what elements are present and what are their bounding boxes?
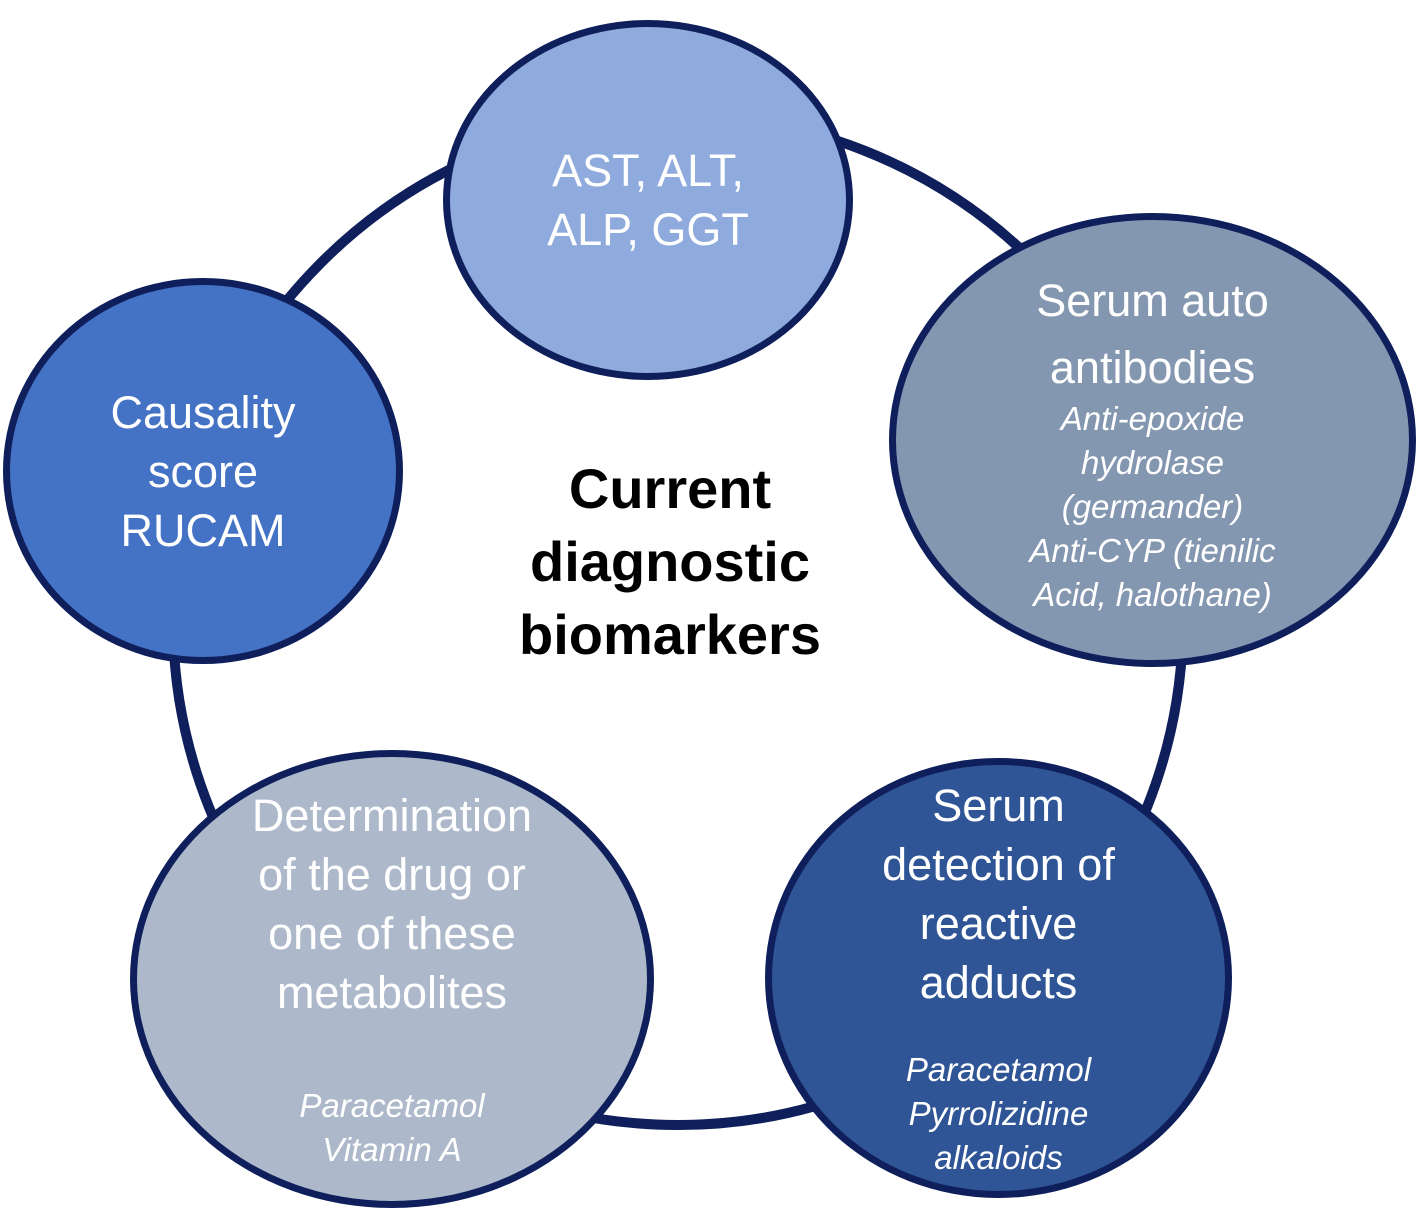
node-example-line: Vitamin A (322, 1131, 462, 1168)
title-line: diagnostic (529, 530, 811, 593)
node-main-line: ALP, GGT (547, 204, 749, 255)
node-main-line: antibodies (1049, 342, 1256, 393)
node-main-line: Serum (932, 780, 1065, 831)
node-example-line: Anti-CYP (tienilic (1029, 532, 1276, 569)
node-main-line: score (147, 445, 259, 497)
node-main-line: metabolites (276, 967, 508, 1018)
node-example-line: Paracetamol (905, 1051, 1092, 1088)
node-example-line: Acid, halothane) (1033, 576, 1272, 613)
title-line: Current (568, 457, 772, 520)
title-line: biomarkers (519, 603, 821, 666)
node-main-line: AST, ALT, (552, 145, 744, 196)
node-example-line: hydrolase (1080, 444, 1225, 481)
node-main-line: reactive (919, 898, 1078, 949)
node-main-line: Serum auto (1036, 275, 1269, 326)
node-drug-determination: Determination of the drug or one of thes… (130, 750, 654, 1208)
diagram-title: Current diagnostic biomarkers (470, 452, 870, 671)
node-main-line: Determination (251, 790, 533, 841)
node-reactive-adducts: Serum detection of reactive adducts Para… (765, 758, 1232, 1198)
node-example-line: (germander) (1061, 488, 1244, 525)
node-main-line: Causality (110, 386, 296, 438)
node-example-line: Pyrrolizidine (908, 1095, 1089, 1132)
node-serum-autoantibodies: Serum auto antibodies Anti-epoxide hydro… (889, 213, 1416, 667)
node-example-line: Anti-epoxide (1060, 400, 1245, 437)
node-main-line: adducts (919, 957, 1078, 1008)
node-causality-score: Causality score RUCAM (3, 278, 403, 664)
node-example-line: Paracetamol (299, 1087, 485, 1124)
node-main-line: detection of (882, 839, 1115, 890)
node-main-line: of the drug or (258, 849, 526, 900)
node-example-line: alkaloids (934, 1139, 1063, 1176)
node-main-line: RUCAM (120, 504, 286, 556)
node-liver-enzymes: AST, ALT, ALP, GGT (443, 20, 853, 380)
node-main-line: one of these (268, 908, 516, 959)
